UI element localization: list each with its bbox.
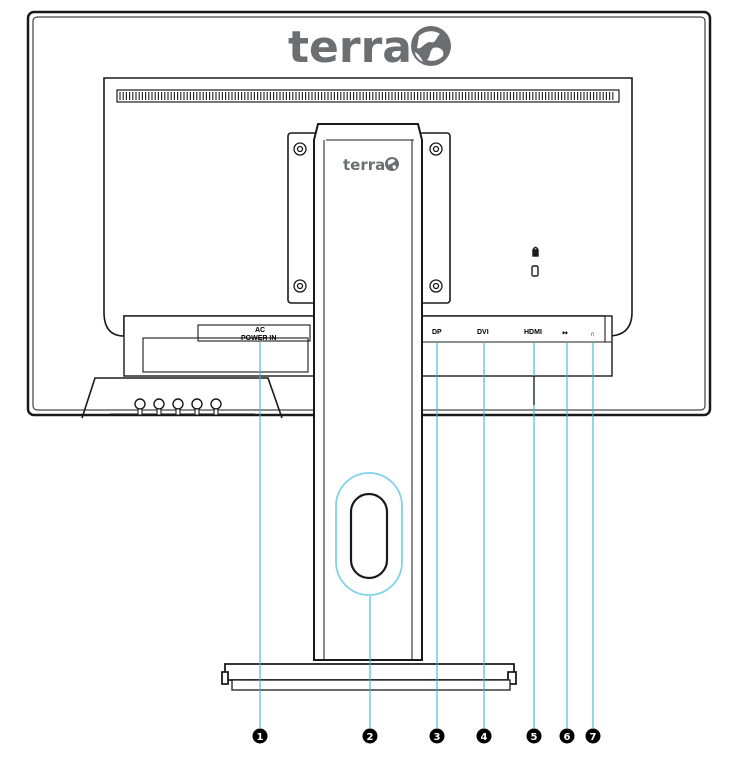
callout-6: 6 — [559, 728, 575, 744]
control-buttons — [134, 398, 222, 416]
callout-number-4: 4 — [481, 732, 488, 743]
control-button-icon[interactable] — [210, 398, 222, 416]
hdmi-port-label: HDMI — [524, 329, 542, 336]
leader-lines — [259, 342, 594, 728]
control-buttons-bay — [81, 377, 283, 419]
stand-base — [221, 663, 517, 691]
callout-markers: 1 2 3 4 5 6 7 — [252, 728, 601, 744]
control-button-icon[interactable] — [172, 398, 184, 416]
port-labels: AC POWER IN DP DVI HDMI ↭ ∩ — [241, 327, 595, 342]
callout-number-3: 3 — [434, 732, 441, 743]
headphone-icon: ∩ — [590, 331, 595, 338]
callout-number-2: 2 — [367, 732, 374, 743]
brand-logo-stand: terra — [343, 156, 399, 174]
callout-number-5: 5 — [531, 732, 538, 743]
mount-screw-holes — [293, 142, 443, 293]
brand-name-stand: terra — [343, 156, 385, 174]
dvi-port-label: DVI — [477, 329, 489, 336]
dp-port-label: DP — [432, 329, 442, 336]
callout-4: 4 — [476, 728, 492, 744]
callout-2: 2 — [362, 728, 378, 744]
callout-1: 1 — [252, 728, 268, 744]
audio-in-icon: ↭ — [562, 330, 568, 337]
brand-logo-top: terra — [288, 22, 451, 73]
stand-column — [313, 123, 423, 661]
callout-number-6: 6 — [564, 732, 571, 743]
callout-3: 3 — [429, 728, 445, 744]
callout-number-7: 7 — [590, 732, 597, 743]
callout-number-1: 1 — [257, 732, 264, 743]
callout-7: 7 — [585, 728, 601, 744]
control-button-icon[interactable] — [191, 398, 203, 416]
control-button-icon[interactable] — [134, 398, 146, 416]
brand-name-top: terra — [288, 22, 412, 73]
globe-icon — [385, 157, 399, 171]
kensington-lock-icon — [531, 246, 539, 277]
ventilation-grille — [119, 92, 614, 100]
globe-icon — [411, 26, 451, 66]
ac-power-label-line1: AC — [255, 327, 265, 334]
ac-power-label-line2: POWER IN — [241, 335, 276, 342]
control-button-icon[interactable] — [153, 398, 165, 416]
callout-5: 5 — [526, 728, 542, 744]
cable-management-hole — [335, 472, 403, 596]
